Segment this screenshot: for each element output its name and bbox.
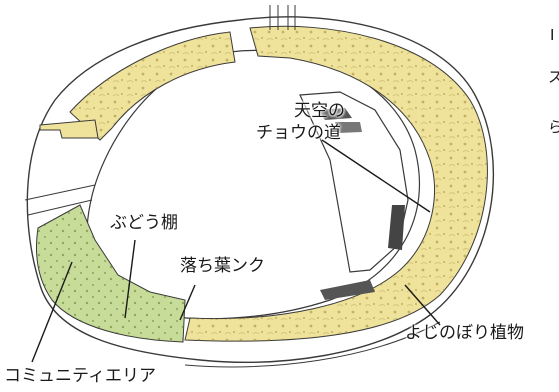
- leader-community-area: [31, 261, 73, 363]
- leader-grape-trellis: [124, 239, 136, 319]
- label-community-area: コミュニティエリア: [4, 366, 156, 386]
- label-sky-path-line1: 天空の: [294, 101, 345, 121]
- label-sky-path-line2: チョウの道: [256, 123, 341, 143]
- label-grape-trellis: ぶどう棚: [110, 213, 178, 233]
- leader-climbing-plants: [404, 284, 441, 326]
- garden-left-notch: [39, 119, 99, 139]
- label-leaf-sink: 落ち葉ンク: [180, 256, 265, 276]
- edge-fragment-1: I: [550, 26, 555, 44]
- leader-leaf-sink: [179, 284, 196, 321]
- edge-fragment-2: ス: [548, 68, 559, 86]
- edge-fragment-3: ら: [548, 118, 559, 136]
- label-climbing-plants: よじのぼり植物: [405, 323, 524, 343]
- leader-sky-path: [321, 139, 431, 213]
